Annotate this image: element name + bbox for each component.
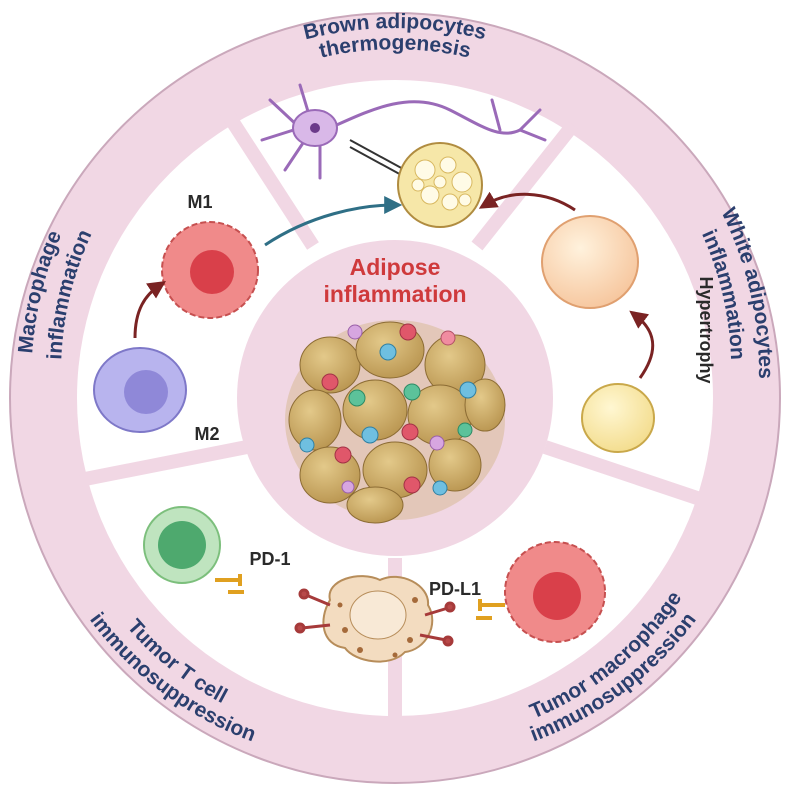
immune-cell-red xyxy=(322,374,338,390)
immune-cell-pink xyxy=(441,331,455,345)
fat-cell xyxy=(289,390,341,450)
t-cell xyxy=(144,507,220,583)
immune-cell-blue xyxy=(460,382,476,398)
tumor-cell-nucleus xyxy=(350,591,406,639)
tumor-macrophage-nucleus xyxy=(533,572,581,620)
immune-cell-blue xyxy=(433,481,447,495)
immune-cell-blue xyxy=(380,344,396,360)
immune-cell-red xyxy=(402,424,418,440)
m2-macrophage-nucleus xyxy=(124,370,168,414)
fat-cell xyxy=(347,487,403,523)
immune-cell-blue xyxy=(300,438,314,452)
t-cell-nucleus xyxy=(158,521,206,569)
immune-cell-purple xyxy=(342,481,354,493)
pdl1-label: PD-L1 xyxy=(429,579,481,599)
tumor-macrophage xyxy=(505,542,605,642)
m2-label: M2 xyxy=(194,424,219,444)
m1-label: M1 xyxy=(187,192,212,212)
m1-macrophage xyxy=(162,222,258,318)
pd1-label: PD-1 xyxy=(249,549,290,569)
immune-cell-green xyxy=(458,423,472,437)
immune-cell-blue xyxy=(362,427,378,443)
immune-cell-red xyxy=(335,447,351,463)
small-adipocyte xyxy=(582,384,654,452)
immune-cell-green xyxy=(349,390,365,406)
immune-cell-red xyxy=(400,324,416,340)
neuron-nucleus xyxy=(310,123,320,133)
m1-macrophage-nucleus xyxy=(190,250,234,294)
hypertrophic-adipocyte xyxy=(542,216,638,308)
immune-cell-green xyxy=(404,384,420,400)
hypertrophy-label: Hypertrophy xyxy=(696,276,716,383)
m2-macrophage xyxy=(94,348,186,432)
immune-cell-purple xyxy=(348,325,362,339)
center-title-line1: Adipose xyxy=(350,254,441,280)
immune-cell-purple xyxy=(430,436,444,450)
center-title-line2: inflammation xyxy=(323,281,466,307)
immune-cell-red xyxy=(404,477,420,493)
